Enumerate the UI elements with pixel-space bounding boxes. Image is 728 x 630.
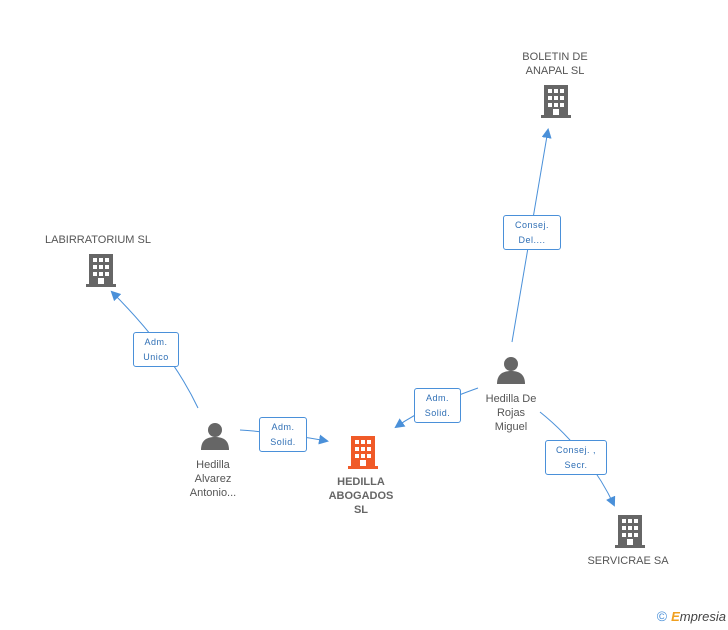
label-line: Hedilla <box>196 459 230 471</box>
edge-label-line: Consej. <box>514 220 549 230</box>
edge-label-line: Del.... <box>518 235 546 245</box>
building-icon-labirratorium[interactable] <box>86 254 116 287</box>
edge-label-line: Adm. <box>271 422 295 432</box>
edge-label-consej-del[interactable]: Consej. Del.... <box>503 215 561 250</box>
edge-label-line: Adm. <box>144 337 168 347</box>
building-icon-servicrae[interactable] <box>615 515 645 548</box>
label-line: Miguel <box>494 421 528 433</box>
node-label-boletin[interactable]: BOLETIN DE ANAPAL SL <box>505 50 605 78</box>
label-line: HEDILLA <box>337 476 385 488</box>
building-icon-hedilla-abogados[interactable] <box>348 436 378 469</box>
empresia-footer[interactable]: ©Empresia <box>657 608 726 624</box>
node-label-labirratorium[interactable]: LABIRRATORIUM SL <box>38 233 158 247</box>
edge-label-line: Solid. <box>270 437 296 447</box>
edge-label-adm-solid-rojas[interactable]: Adm. Solid. <box>414 388 461 423</box>
node-label-hedilla-alvarez[interactable]: Hedilla Alvarez Antonio... <box>168 458 258 500</box>
label-line: ANAPAL SL <box>525 65 585 77</box>
label-line: Alvarez <box>194 473 232 485</box>
edge-label-consej-secr[interactable]: Consej. , Secr. <box>545 440 607 475</box>
label-line: LABIRRATORIUM SL <box>45 234 151 246</box>
label-line: BOLETIN DE <box>522 51 588 63</box>
label-line: Rojas <box>496 407 526 419</box>
person-icon-hedilla-alvarez[interactable] <box>201 423 229 450</box>
node-label-servicrae[interactable]: SERVICRAE SA <box>573 554 683 568</box>
label-line: Antonio... <box>189 487 237 499</box>
edge-label-line: Solid. <box>424 408 451 418</box>
edge-label-line: Secr. <box>564 460 588 470</box>
node-label-hedilla-rojas[interactable]: Hedilla De Rojas Miguel <box>466 392 556 434</box>
copyright-symbol: © <box>656 608 668 624</box>
edge-label-line: Adm. <box>425 393 449 403</box>
label-line: ABOGADOS <box>328 490 394 502</box>
label-line: SERVICRAE SA <box>587 555 669 567</box>
label-line: SL <box>353 504 369 516</box>
brand-initial: E <box>671 609 680 624</box>
label-line: Hedilla De <box>485 393 537 405</box>
edge-label-line: Unico <box>143 352 169 362</box>
person-icon-hedilla-rojas[interactable] <box>497 357 525 384</box>
building-icon-boletin[interactable] <box>541 85 571 118</box>
edge-label-line: Consej. , <box>555 445 597 455</box>
node-label-hedilla-abogados[interactable]: HEDILLA ABOGADOS SL <box>313 475 409 517</box>
brand-name: mpresia <box>679 609 726 624</box>
edge-label-adm-solid-alvarez[interactable]: Adm. Solid. <box>259 417 307 452</box>
edge-label-adm-unico[interactable]: Adm. Unico <box>133 332 179 367</box>
